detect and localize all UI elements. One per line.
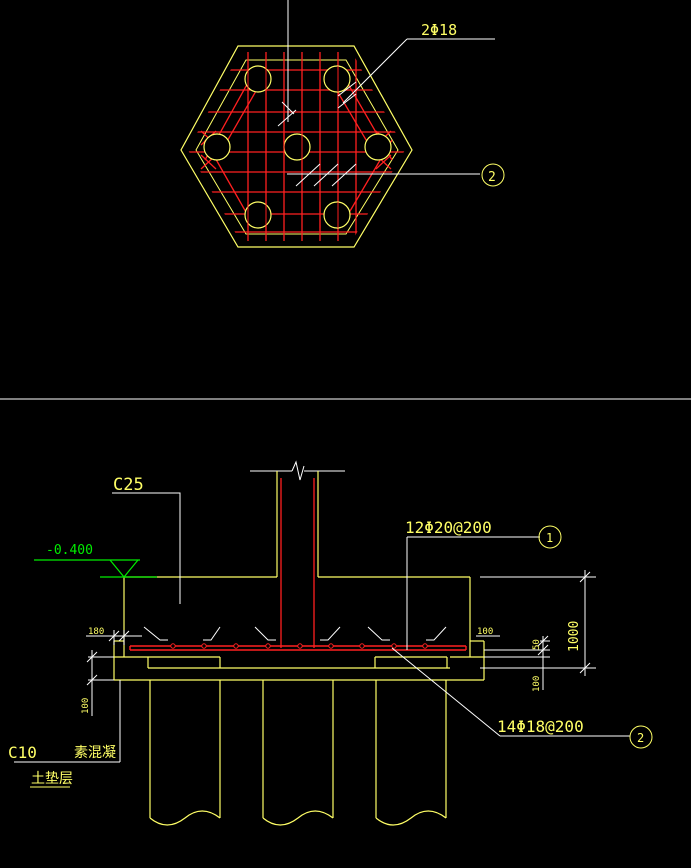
column [250,460,345,481]
cushion-layer-text: 土垫层 [31,771,73,787]
dim-100-left-label: 100 [81,698,91,714]
dim-100-lower-label: 100 [532,676,542,692]
pile-circle [323,201,351,229]
plan-callout-number: 2 [488,170,496,185]
dimensions [14,570,596,763]
lean-concrete-text: 素混凝 [74,745,116,761]
dim-180-label: 180 [88,627,104,637]
dim-50-label: 50 [532,639,542,650]
pile-circle [364,133,392,161]
pile [262,680,334,826]
callout-number-2: 2 [637,731,644,745]
cap-outline-outer [180,45,413,248]
leaders-plan [277,0,495,187]
elevation-label: -0.400 [46,543,93,558]
pile-circle [244,201,272,229]
elevation-marker [34,559,157,578]
cap-body [113,576,485,681]
callout-circle [481,163,505,187]
pile-circle [244,65,272,93]
pile-circle [283,133,311,161]
pile-cap-plan [180,0,505,248]
callout-circle [538,525,562,549]
pile [374,656,448,826]
pile-cap-section [14,460,653,826]
plan-top-bar-label: 2Φ18 [421,21,457,39]
lean-concrete-grade-label: C10 [8,743,37,762]
bottom-rebar-label: 14Φ18@200 [497,717,584,736]
dim-100-right-label: 100 [477,627,493,637]
leaders-section [112,492,630,737]
dim-1000-label: 1000 [567,621,582,652]
callout-number-1: 1 [546,531,553,545]
pile [147,656,221,826]
callout-circle [629,725,653,749]
top-rebar-label: 12Φ20@200 [405,518,492,537]
concrete-grade-label: C25 [113,475,144,495]
pile-circles-plan [203,65,392,229]
pile-circle [323,65,351,93]
pile-circle [203,133,231,161]
cap-outline-inner [195,59,399,235]
piles-section [147,656,448,826]
